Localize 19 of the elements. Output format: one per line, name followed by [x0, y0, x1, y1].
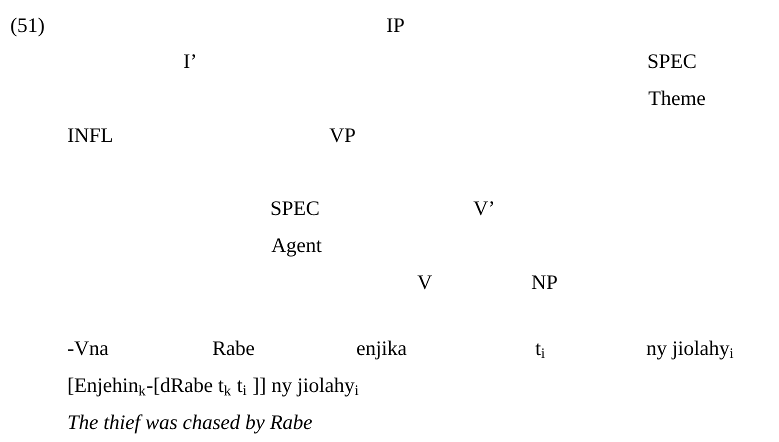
tree-node-label: I’ — [184, 54, 196, 68]
tree-node-label: V’ — [474, 201, 494, 216]
tree-node-label: IP — [387, 18, 404, 32]
tree-node-label: V — [418, 275, 432, 290]
role-label: Agent — [271, 238, 322, 256]
tree-node-label: NP — [532, 275, 557, 289]
bracketed-structure: [Enjehin$_{k}$-[dRabe t$_{k}$ t$_{i}$ ]] ny jiolahy$_{i}$ — [68, 378, 358, 396]
word-label: t$_{i}$ — [535, 343, 545, 358]
role-label: Theme — [648, 90, 705, 106]
example-number: (51) — [11, 18, 44, 36]
tree-node-label: INFL — [68, 128, 112, 142]
translation: The thief was chased by Rabe — [68, 414, 312, 434]
tree-node-label: SPEC — [272, 201, 318, 216]
tree-node-label: VP — [330, 128, 355, 142]
word-label: -Vna — [68, 341, 108, 356]
tree-node-label: SPEC — [648, 54, 696, 68]
word-label: ny jiolahy$_{i}$ — [646, 340, 734, 360]
word-label: enjika — [357, 340, 406, 360]
word-label: Rabe — [212, 340, 254, 356]
